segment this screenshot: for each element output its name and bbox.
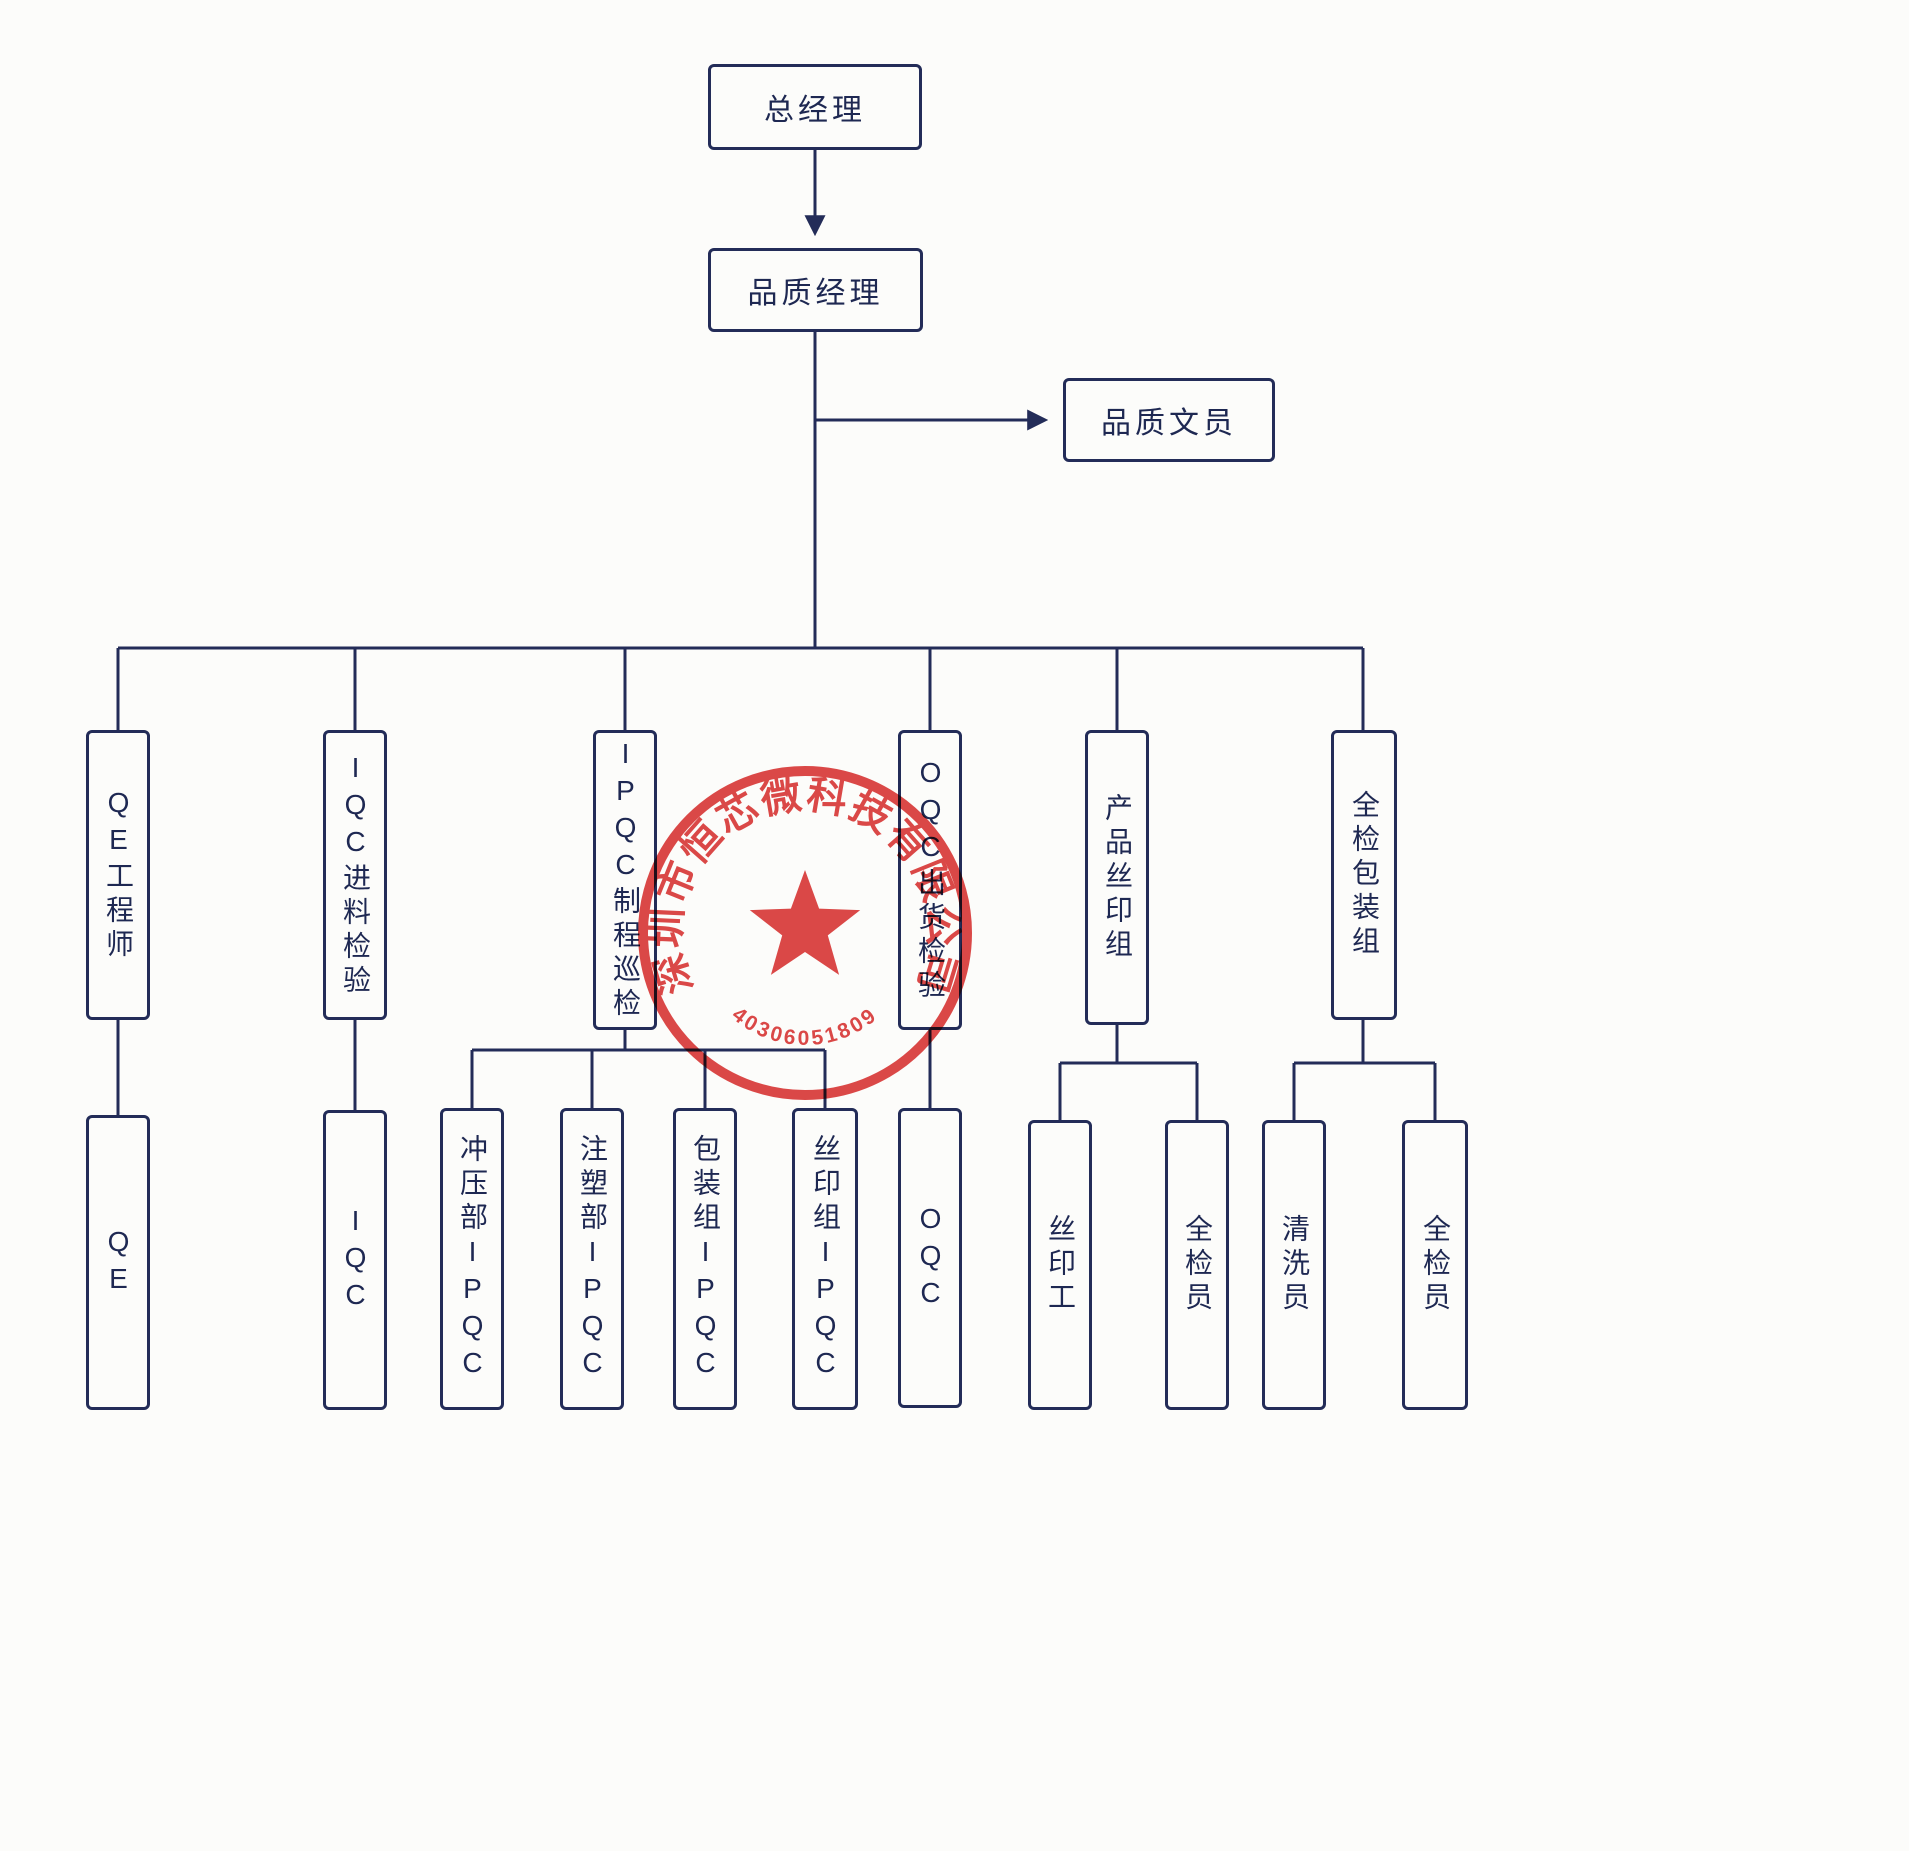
org-node-general-manager: 总经理 — [708, 64, 922, 150]
org-node-silkscreen-worker: 丝印工 — [1028, 1120, 1092, 1410]
org-node-ipqc-process: IPQC制程巡检 — [593, 730, 657, 1030]
org-node-quality-clerk: 品质文员 — [1063, 378, 1275, 462]
org-node-molding-ipqc: 注塑部IPQC — [560, 1108, 624, 1410]
org-node-stamping-ipqc: 冲压部IPQC — [440, 1108, 504, 1410]
org-node-oqc-outgoing: OQC出货检验 — [898, 730, 962, 1030]
org-node-iqc: IQC — [323, 1110, 387, 1410]
org-node-qe-engineer: QE工程师 — [86, 730, 150, 1020]
org-node-quality-manager: 品质经理 — [708, 248, 923, 332]
org-node-full-inspector-silkscreen: 全检员 — [1165, 1120, 1229, 1410]
org-node-full-inspect-packing-group: 全检包装组 — [1331, 730, 1397, 1020]
org-node-iqc-incoming: IQC进料检验 — [323, 730, 387, 1020]
org-node-silkscreen-ipqc: 丝印组IPQC — [792, 1108, 858, 1410]
org-node-qe: QE — [86, 1115, 150, 1410]
org-node-cleaner: 清洗员 — [1262, 1120, 1326, 1410]
seal-star-icon — [749, 870, 861, 975]
org-node-full-inspector-packing: 全检员 — [1402, 1120, 1468, 1410]
org-node-oqc: OQC — [898, 1108, 962, 1408]
org-node-packing-ipqc: 包装组IPQC — [673, 1108, 737, 1410]
org-node-product-silkscreen-group: 产品丝印组 — [1085, 730, 1149, 1025]
